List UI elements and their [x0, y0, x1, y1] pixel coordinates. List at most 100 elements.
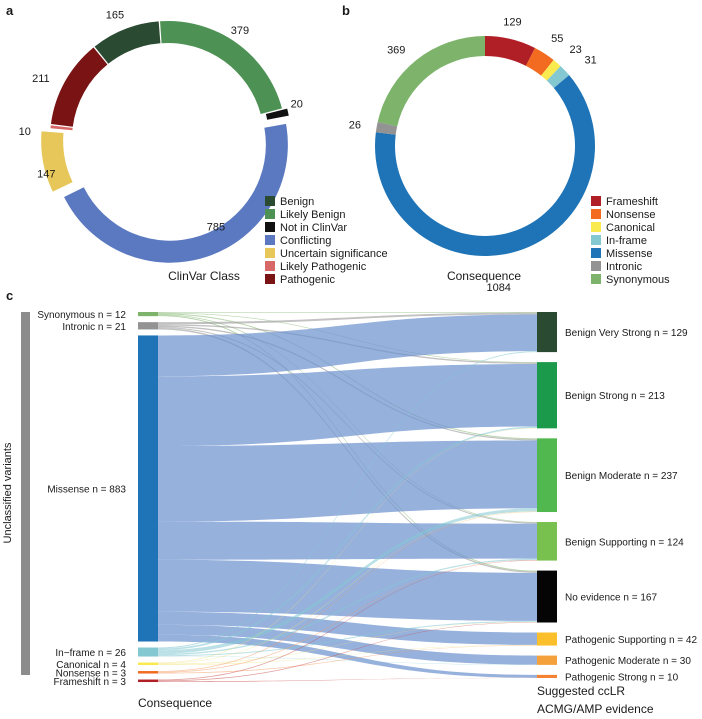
slice-in-frame	[546, 66, 570, 89]
right-node-label-benign-very-strong: Benign Very Strong n = 129	[565, 328, 688, 339]
slice-conflicting	[64, 123, 288, 263]
legend-label-conflicting: Conflicting	[280, 235, 331, 247]
legend-label-missense: Missense	[606, 248, 652, 260]
flow-in-frame-to-pathogenic-moderate	[158, 656, 537, 665]
slice-canonical	[541, 60, 561, 81]
panel-b-label: b	[342, 3, 350, 18]
panel-c-label: c	[6, 288, 13, 303]
panel-a-label: a	[6, 3, 14, 18]
legend-label-benign: Benign	[280, 196, 314, 208]
slice-value-frameshift: 129	[503, 16, 521, 28]
slice-uncertain-significance	[41, 131, 73, 192]
slice-nonsense	[525, 48, 554, 76]
flow-intronic-to-benign-very-strong	[158, 312, 537, 325]
clinvar-title: ClinVar Class	[168, 269, 240, 283]
legend-swatch-nonsense	[591, 209, 601, 219]
right-axis-label-line2: ACMG/AMP evidence	[537, 702, 654, 716]
slice-value-synonymous: 369	[387, 45, 405, 57]
left-node-canonical	[138, 662, 158, 666]
legend-label-likely-pathogenic: Likely Pathogenic	[280, 261, 367, 273]
legend-label-nonsense: Nonsense	[606, 209, 656, 221]
left-node-label-missense: Missense n = 883	[47, 484, 126, 495]
flow-missense-to-benign-supporting	[158, 521, 537, 560]
sankey-nodes	[138, 312, 557, 683]
flow-in-frame-to-benign-supporting	[158, 558, 537, 656]
flow-in-frame-to-no-evidence	[158, 620, 537, 657]
slice-value-intronic: 26	[349, 119, 361, 131]
left-node-nonsense	[138, 671, 158, 674]
legend-swatch-benign	[265, 196, 275, 206]
flow-synonymous-to-benign-very-strong	[158, 312, 537, 313]
legend-swatch-likely-pathogenic	[265, 261, 275, 271]
right-node-label-pathogenic-supporting: Pathogenic Supporting n = 42	[565, 635, 697, 646]
flow-in-frame-to-benign-very-strong	[158, 351, 537, 649]
left-node-label-canonical: Canonical n = 4	[56, 660, 126, 671]
flow-frameshift-to-no-evidence	[158, 622, 537, 682]
left-node-label-frameshift: Frameshift n = 3	[53, 677, 126, 688]
legend-swatch-in-frame	[591, 235, 601, 245]
flow-in-frame-to-benign-strong	[158, 426, 537, 651]
legend-swatch-frameshift	[591, 196, 601, 206]
slice-value-likely-benign: 379	[231, 25, 249, 37]
flow-missense-to-pathogenic-strong	[158, 634, 537, 678]
legend-label-frameshift: Frameshift	[606, 196, 658, 208]
slice-value-in-frame: 31	[585, 55, 597, 67]
unclassified-label: Unclassified variants	[2, 442, 14, 543]
right-node-label-no-evidence: No evidence n = 167	[565, 593, 657, 604]
slice-value-benign: 165	[106, 9, 124, 21]
left-node-missense	[138, 335, 158, 642]
slice-pathogenic	[50, 47, 108, 127]
flow-missense-to-benign-strong	[158, 363, 537, 447]
sankey-flows	[158, 312, 537, 683]
flow-missense-to-pathogenic-moderate	[158, 624, 537, 665]
legend-label-canonical: Canonical	[606, 222, 655, 234]
clinvar-donut	[41, 21, 289, 263]
flow-canonical-to-pathogenic-supporting	[158, 644, 537, 666]
flow-nonsense-to-benign-supporting	[158, 559, 537, 673]
flow-canonical-to-benign-moderate	[158, 511, 537, 664]
legend-swatch-likely-benign	[265, 209, 275, 219]
legend-swatch-canonical	[591, 222, 601, 232]
right-node-benign-very-strong	[537, 312, 557, 353]
slice-value-likely-pathogenic: 10	[19, 126, 31, 138]
legend-swatch-synonymous	[591, 274, 601, 284]
consequence-donut	[374, 36, 595, 257]
slice-value-nonsense: 55	[551, 33, 563, 45]
unclassified-bar	[21, 312, 30, 675]
slice-value-not-in-clinvar: 20	[291, 99, 303, 111]
left-node-synonymous	[138, 312, 158, 317]
slice-synonymous	[377, 36, 485, 127]
legend-swatch-not-in-clinvar	[265, 222, 275, 232]
flow-nonsense-to-pathogenic-supporting	[158, 645, 537, 674]
left-node-label-nonsense: Nonsense n = 3	[56, 668, 127, 679]
right-node-benign-moderate	[537, 438, 557, 513]
left-node-in-frame	[138, 647, 158, 657]
legend-swatch-intronic	[591, 261, 601, 271]
legend-label-intronic: Intronic	[606, 261, 643, 273]
right-node-no-evidence	[537, 570, 557, 623]
flow-frameshift-to-pathogenic-strong	[158, 677, 537, 683]
left-axis-label: Consequence	[138, 696, 212, 710]
slice-benign	[94, 21, 161, 64]
right-node-pathogenic-moderate	[537, 655, 557, 665]
right-node-label-pathogenic-moderate: Pathogenic Moderate n = 30	[565, 656, 691, 667]
flow-in-frame-to-benign-moderate	[158, 508, 537, 654]
legend-label-pathogenic: Pathogenic	[280, 274, 336, 286]
slice-frameshift	[485, 36, 536, 66]
flow-missense-to-pathogenic-supporting	[158, 611, 537, 645]
legend-label-synonymous: Synonymous	[606, 274, 670, 286]
slice-not-in-clinvar	[265, 108, 289, 120]
right-axis-label-line1: Suggested ccLR	[537, 684, 625, 698]
flow-missense-to-benign-very-strong	[158, 314, 537, 377]
flow-canonical-to-benign-strong	[158, 428, 537, 664]
flow-nonsense-to-benign-moderate	[158, 511, 537, 672]
legend-label-in-frame: In-frame	[606, 235, 647, 247]
right-node-label-benign-supporting: Benign Supporting n = 124	[565, 537, 684, 548]
slice-missense	[374, 75, 595, 257]
legend-label-likely-benign: Likely Benign	[280, 209, 345, 221]
